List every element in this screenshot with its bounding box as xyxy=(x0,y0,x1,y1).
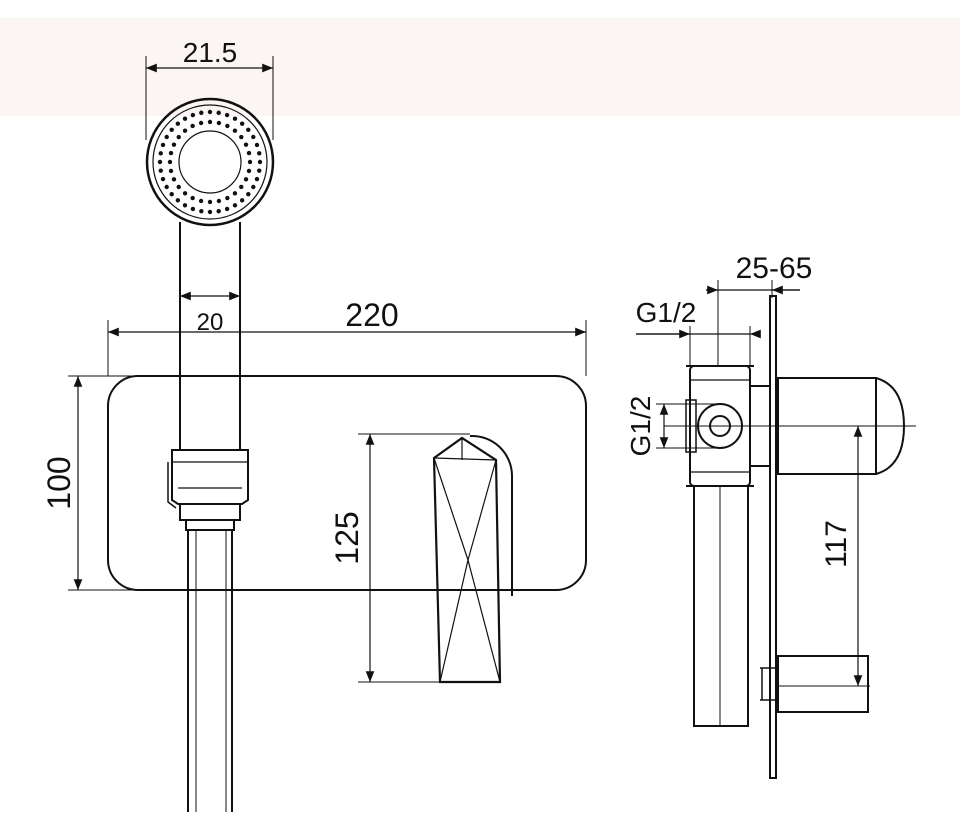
nozzle-dot xyxy=(199,209,204,214)
nozzle-dot xyxy=(164,184,169,190)
nozzle-dot xyxy=(243,142,249,147)
nozzle-dot xyxy=(254,142,260,148)
dim-spout-height: 125 xyxy=(329,433,470,683)
dim-label-head-width: 21.5 xyxy=(183,37,238,68)
nozzle-dot xyxy=(182,128,188,133)
nozzle-dot xyxy=(158,168,163,173)
nozzle-dot xyxy=(168,150,174,156)
nozzle-dot xyxy=(176,184,181,190)
nozzle-dot xyxy=(207,209,213,215)
nozzle-dot xyxy=(246,150,252,156)
side-outlet xyxy=(760,655,869,713)
nozzle-dot xyxy=(182,116,188,121)
nozzle-dot xyxy=(257,159,263,165)
dim-wall-depth: 25-65 xyxy=(706,252,812,366)
nozzle-dot xyxy=(239,198,245,203)
nozzle-dot xyxy=(175,198,181,203)
dim-label-thread-vertical: G1/2 xyxy=(625,396,656,457)
nozzle-dot xyxy=(225,195,230,201)
nozzle-dot xyxy=(251,184,256,190)
nozzle-dot xyxy=(198,198,204,204)
dim-thread-horizontal: G1/2 xyxy=(636,297,761,366)
nozzle-dot xyxy=(257,168,262,173)
nozzle-dot xyxy=(182,191,188,196)
nozzle-dot xyxy=(176,134,181,140)
nozzle-dot xyxy=(168,168,174,174)
nozzle-dot xyxy=(164,134,169,140)
nozzle-dot xyxy=(257,151,262,156)
nozzle-dot xyxy=(169,127,174,133)
dim-label-thread-horizontal: G1/2 xyxy=(636,297,697,328)
nozzle-dot xyxy=(190,206,196,212)
nozzle-dot xyxy=(198,120,204,126)
nozzle-dot xyxy=(190,195,195,201)
dim-handle-width: 20 xyxy=(180,291,240,336)
nozzle-dot xyxy=(207,199,213,205)
nozzle-dot xyxy=(239,121,245,126)
nozzle-dot xyxy=(158,151,163,156)
nozzle-dot xyxy=(199,110,204,115)
side-cover-plate xyxy=(769,295,777,779)
nozzle-dot xyxy=(232,191,238,196)
nozzle-dot xyxy=(190,112,196,118)
dim-thread-vertical: G1/2 xyxy=(625,396,720,457)
nozzle-dot xyxy=(207,119,213,125)
shower-handle xyxy=(179,222,241,450)
nozzle-dot xyxy=(167,159,173,165)
wall-plate xyxy=(107,375,587,591)
nozzle-dot xyxy=(232,128,238,133)
nozzle-dot xyxy=(169,191,174,197)
shower-holder xyxy=(167,449,249,531)
nozzle-dot xyxy=(216,198,222,204)
nozzle-dot xyxy=(216,120,222,126)
nozzle-dot xyxy=(175,121,181,126)
shower-hose xyxy=(187,530,233,812)
nozzle-dot xyxy=(247,159,253,165)
nozzle-dot xyxy=(254,176,260,182)
nozzle-dot xyxy=(171,177,177,182)
dim-label-outlet-height: 117 xyxy=(820,520,853,568)
dim-plate-width: 220 xyxy=(107,297,587,376)
nozzle-dot xyxy=(160,176,166,182)
nozzle-dot xyxy=(232,116,238,121)
shower-head xyxy=(145,97,275,227)
dim-head-width: 21.5 xyxy=(145,37,274,140)
nozzle-dot xyxy=(182,203,188,208)
nozzle-dot xyxy=(216,110,221,115)
nozzle-dot xyxy=(239,134,244,140)
nozzle-dot xyxy=(243,177,249,182)
nozzle-dot xyxy=(225,123,230,129)
nozzle-dot xyxy=(246,127,251,133)
nozzle-dot xyxy=(160,142,166,148)
nozzle-dot xyxy=(232,203,238,208)
mixer-lever xyxy=(432,434,514,684)
nozzle-dot xyxy=(190,123,195,129)
nozzle-dot xyxy=(246,191,251,197)
nozzle-dot xyxy=(246,168,252,174)
dim-label-plate-height: 100 xyxy=(41,456,77,509)
dim-label-plate-width: 220 xyxy=(345,297,398,333)
nozzle-dot xyxy=(157,159,163,165)
dim-label-wall-depth: 25-65 xyxy=(736,252,813,285)
nozzle-dot xyxy=(171,142,177,147)
nozzle-dot xyxy=(251,134,256,140)
nozzle-dot xyxy=(207,109,213,115)
nozzle-dot xyxy=(224,112,230,118)
dim-label-spout-height: 125 xyxy=(329,511,365,564)
side-valve-body xyxy=(685,365,771,727)
dim-outlet-height: 117 xyxy=(778,426,870,687)
dim-plate-height: 100 xyxy=(41,375,140,591)
nozzle-dot xyxy=(224,206,230,212)
nozzle-dot xyxy=(239,184,244,190)
nozzle-dot xyxy=(216,209,221,214)
